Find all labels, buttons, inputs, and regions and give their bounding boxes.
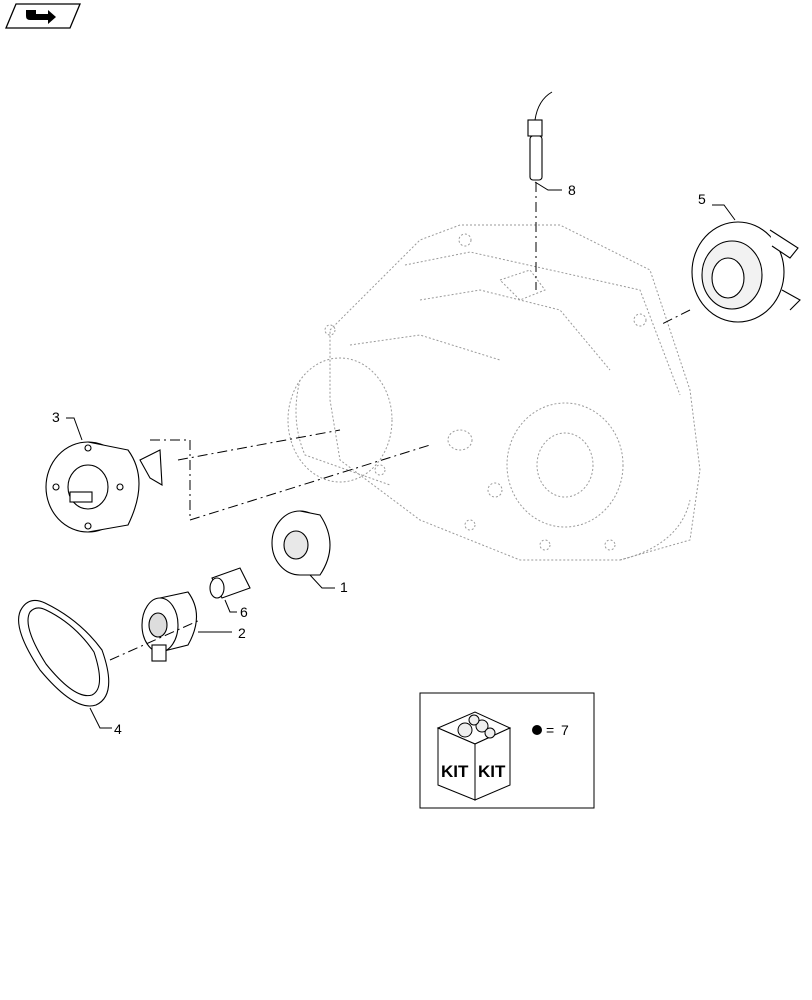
- kit-item-number: 7: [561, 722, 569, 738]
- kit-label-right: KIT: [478, 762, 506, 781]
- kit-legend: KIT KIT = 7: [419, 692, 595, 809]
- bullet-dot-icon: [532, 725, 542, 735]
- callout-3: 3: [52, 409, 60, 425]
- coupling-part: [209, 567, 251, 599]
- navigation-arrow-icon[interactable]: [5, 3, 81, 29]
- callout-1: 1: [340, 579, 348, 595]
- adapter-part: [271, 510, 331, 576]
- callout-5: 5: [698, 191, 706, 207]
- callout-2: 2: [238, 625, 246, 641]
- callout-4: 4: [114, 721, 122, 737]
- kit-equals: =: [546, 722, 554, 738]
- motor-part: [141, 591, 198, 662]
- callout-8: 8: [568, 182, 576, 198]
- kit-box-icon: [436, 711, 512, 801]
- kit-label-left: KIT: [441, 762, 469, 781]
- seal-cover-part: [691, 221, 801, 323]
- gearbox-housing: [287, 224, 701, 561]
- pump-part: [45, 441, 163, 533]
- belt-part: [18, 599, 110, 707]
- sensor-part: [527, 91, 553, 181]
- callout-6: 6: [240, 604, 248, 620]
